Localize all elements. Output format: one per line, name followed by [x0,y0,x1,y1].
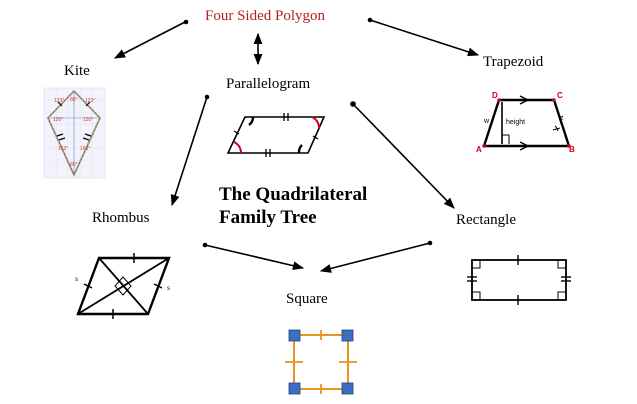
trapezoid-vertex-d: D [492,91,498,100]
rhombus-side-right: s [167,286,170,292]
node-rhombus: Rhombus [92,210,150,226]
trapezoid-vertex-a: A [476,145,482,154]
rhombus-figure: s s [75,253,171,319]
trapezoid-vertex-c: C [557,91,563,100]
kite-angle-mid-left: 120° [53,117,63,123]
diagram-title-line-1: The Quadrilateral [219,184,368,205]
connector-arrows [114,17,480,273]
rhombus-side-left: s [75,277,78,283]
rectangle-figure [467,255,571,305]
kite-figure: 123° 80° 123° 120° 120° 163° 163° 80° [43,87,106,179]
node-trapezoid: Trapezoid [483,54,544,70]
node-kite: Kite [64,63,90,79]
trapezoid-side-z: z [560,115,564,122]
kite-angle-bot-right: 163° [80,146,90,152]
node-rectangle: Rectangle [456,212,516,228]
trapezoid-height-label: height [506,119,525,126]
arrow-root-to-kite [114,21,186,59]
trapezoid-figure: D C A B w z height [476,91,575,154]
arrow-rhombus-to-square [204,244,305,271]
diagram-title: The Quadrilateral Family Tree [219,183,367,229]
kite-angle-mid-right: 120° [83,117,93,123]
arrow-parallelogram-to-rhombus [170,96,208,207]
arrow-rectangle-to-square [319,242,431,273]
trapezoid-side-w: w [483,118,490,125]
parallelogram-figure [226,113,326,157]
arrow-parallelogram-to-rectangle [352,103,455,209]
kite-angle-top-mid: 80° [70,97,78,103]
kite-angle-top-right: 123° [85,98,95,104]
square-figure [285,329,357,395]
arrow-root-to-trapezoid [369,19,480,57]
kite-angle-bot-left: 163° [58,146,68,152]
trapezoid-vertex-b: B [569,145,575,154]
kite-angle-top-left: 123° [54,98,64,104]
kite-angle-bottom: 80° [70,162,78,168]
node-four-sided-polygon: Four Sided Polygon [205,8,326,24]
diagram-title-line-2: Family Tree [219,207,317,228]
node-square: Square [286,291,328,307]
node-parallelogram: Parallelogram [226,76,311,92]
